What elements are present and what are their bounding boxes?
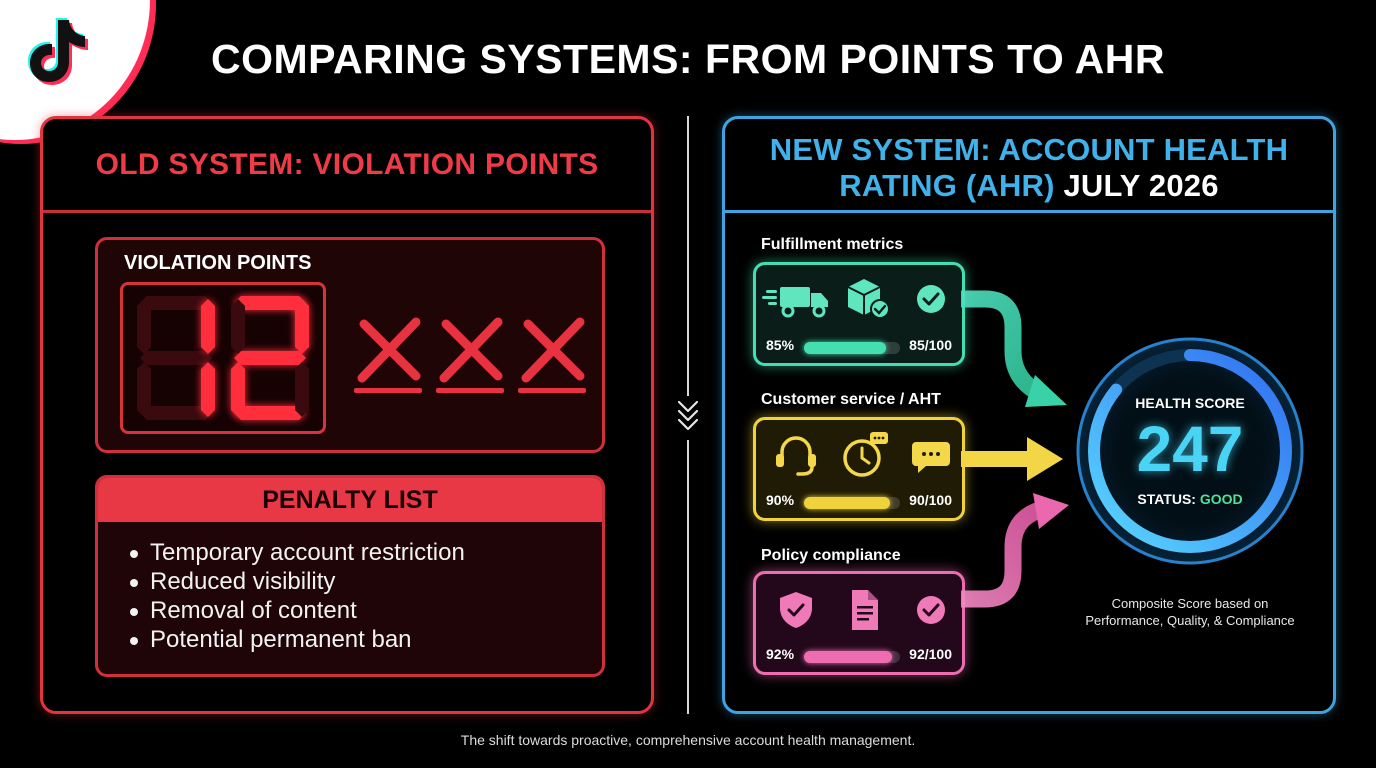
clock-chat-icon xyxy=(843,432,888,477)
penalty-list: Temporary account restriction Reduced vi… xyxy=(98,522,602,654)
customer-service-icons xyxy=(776,432,950,477)
fulfillment-percent: 85% xyxy=(766,337,795,353)
digit-segment xyxy=(140,296,212,310)
penalty-item: Temporary account restriction xyxy=(130,538,602,567)
health-status-value: GOOD xyxy=(1199,491,1243,507)
customer-service-score: 90/100 xyxy=(909,492,952,508)
digit-segment xyxy=(231,299,245,354)
shield-check-icon xyxy=(780,592,812,628)
health-score-label: HEALTH SCORE xyxy=(1135,395,1245,411)
health-score-value: 247 xyxy=(1136,413,1244,485)
new-system-header: NEW SYSTEM: ACCOUNT HEALTH RATING (AHR) … xyxy=(725,119,1333,213)
digit-segment xyxy=(231,362,245,417)
violation-points-label: VIOLATION POINTS xyxy=(124,252,312,274)
health-score-arc xyxy=(1088,349,1292,553)
health-score-ring xyxy=(1076,337,1304,565)
digit-segment xyxy=(234,351,306,365)
digit-segment xyxy=(201,299,215,354)
policy-compliance-arrow-icon xyxy=(961,493,1069,608)
old-system-title: OLD SYSTEM: VIOLATION POINTS xyxy=(95,147,599,181)
digit-segment xyxy=(234,296,306,310)
policy-compliance-label: Policy compliance xyxy=(761,547,901,564)
customer-service-progress-bar xyxy=(804,497,900,509)
strike-marks xyxy=(354,317,586,393)
digit-segment xyxy=(295,362,309,417)
down-chevrons-icon xyxy=(674,396,702,440)
old-system-panel: OLD SYSTEM: VIOLATION POINTS VIOLATION P… xyxy=(40,116,654,714)
digit-segment xyxy=(137,362,151,417)
customer-service-percent: 90% xyxy=(766,492,795,508)
penalty-list-title: PENALTY LIST xyxy=(262,485,438,514)
policy-compliance-score: 92/100 xyxy=(909,646,952,662)
penalty-item: Reduced visibility xyxy=(130,567,602,596)
health-status-label: STATUS: xyxy=(1137,491,1200,507)
fulfillment-score: 85/100 xyxy=(909,337,952,353)
policy-compliance-progress-fill xyxy=(804,651,893,663)
customer-service-label: Customer service / AHT xyxy=(761,391,941,408)
fulfillment-progress-bar xyxy=(804,342,900,354)
policy-compliance-icons xyxy=(780,590,945,630)
customer-service-arrow-icon xyxy=(961,437,1063,481)
penalty-list-header: PENALTY LIST xyxy=(98,478,602,522)
policy-compliance-percent: 92% xyxy=(766,646,795,662)
customer-service-progress-fill xyxy=(804,497,891,509)
penalty-list-box: PENALTY LIST Temporary account restricti… xyxy=(95,475,605,677)
check-circle-icon xyxy=(917,285,945,313)
strike-x-icon xyxy=(436,317,504,393)
policy-compliance-card: 92% 92/100 xyxy=(753,571,965,675)
flow-arrows xyxy=(961,290,1069,608)
footer-caption: The shift towards proactive, comprehensi… xyxy=(460,732,916,748)
composite-score-note: Composite Score based on Performance, Qu… xyxy=(1045,595,1335,629)
violation-points-display xyxy=(120,282,326,434)
old-system-header: OLD SYSTEM: VIOLATION POINTS xyxy=(43,119,651,213)
composite-note-line-1: Composite Score based on xyxy=(1111,596,1269,611)
new-system-title-date: JULY 2026 xyxy=(1063,168,1219,203)
strike-x-icon xyxy=(518,317,586,393)
seven-segment-digits xyxy=(137,296,309,420)
digit-segment xyxy=(234,406,306,420)
package-check-icon xyxy=(847,279,890,319)
new-system-panel: NEW SYSTEM: ACCOUNT HEALTH RATING (AHR) … xyxy=(722,116,1336,714)
tiktok-logo-icon xyxy=(28,18,88,85)
penalty-item: Potential permanent ban xyxy=(130,625,602,654)
fulfillment-metrics-card: 85% 85/100 xyxy=(753,262,965,366)
fulfillment-progress-fill xyxy=(804,342,886,354)
chat-bubble-icon xyxy=(912,442,950,473)
penalty-item: Removal of content xyxy=(130,596,602,625)
digit-segment xyxy=(295,299,309,354)
strike-x-icon xyxy=(354,317,422,393)
fulfillment-icons xyxy=(762,279,945,319)
violation-points-box: VIOLATION POINTS xyxy=(95,237,605,453)
customer-service-card: 90% 90/100 xyxy=(753,417,965,521)
health-status: STATUS: GOOD xyxy=(1072,491,1308,507)
document-icon xyxy=(852,590,878,630)
digit-segment xyxy=(137,299,151,354)
new-system-title-main: NEW SYSTEM: ACCOUNT HEALTH RATING (AHR) xyxy=(769,132,1289,203)
check-circle-icon xyxy=(917,596,945,624)
composite-note-line-2: Performance, Quality, & Compliance xyxy=(1085,613,1295,628)
fulfillment-metrics-label: Fulfillment metrics xyxy=(761,236,904,253)
delivery-truck-icon xyxy=(762,287,828,318)
digit-segment xyxy=(201,362,215,417)
new-system-title: NEW SYSTEM: ACCOUNT HEALTH RATING (AHR) … xyxy=(725,132,1333,204)
digit-segment xyxy=(140,351,212,365)
policy-compliance-progress-bar xyxy=(804,651,900,663)
fulfillment-arrow-icon xyxy=(961,290,1067,407)
page-title: COMPARING SYSTEMS: FROM POINTS TO AHR xyxy=(211,36,1165,82)
headset-icon xyxy=(776,436,816,476)
digit-segment xyxy=(140,406,212,420)
